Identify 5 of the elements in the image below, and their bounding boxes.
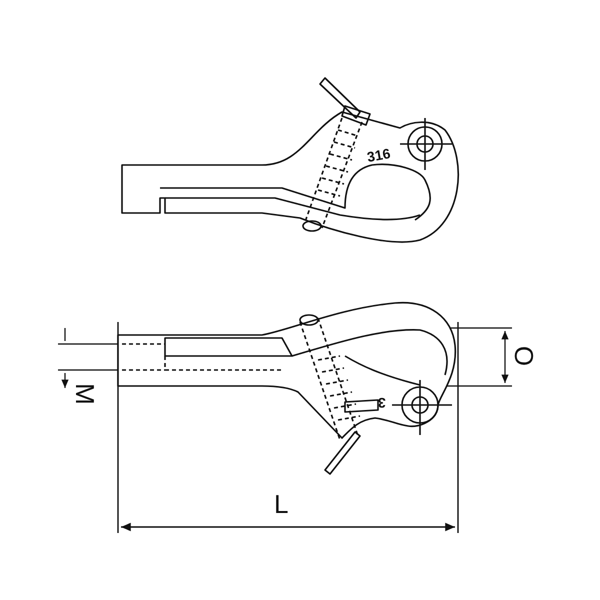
dimension-label: O [511,346,538,366]
dimension-label: M [72,383,98,405]
engraving-text: 316 [366,146,392,164]
engraving-text: 3 [378,396,386,410]
dimension-label: L [274,491,288,517]
